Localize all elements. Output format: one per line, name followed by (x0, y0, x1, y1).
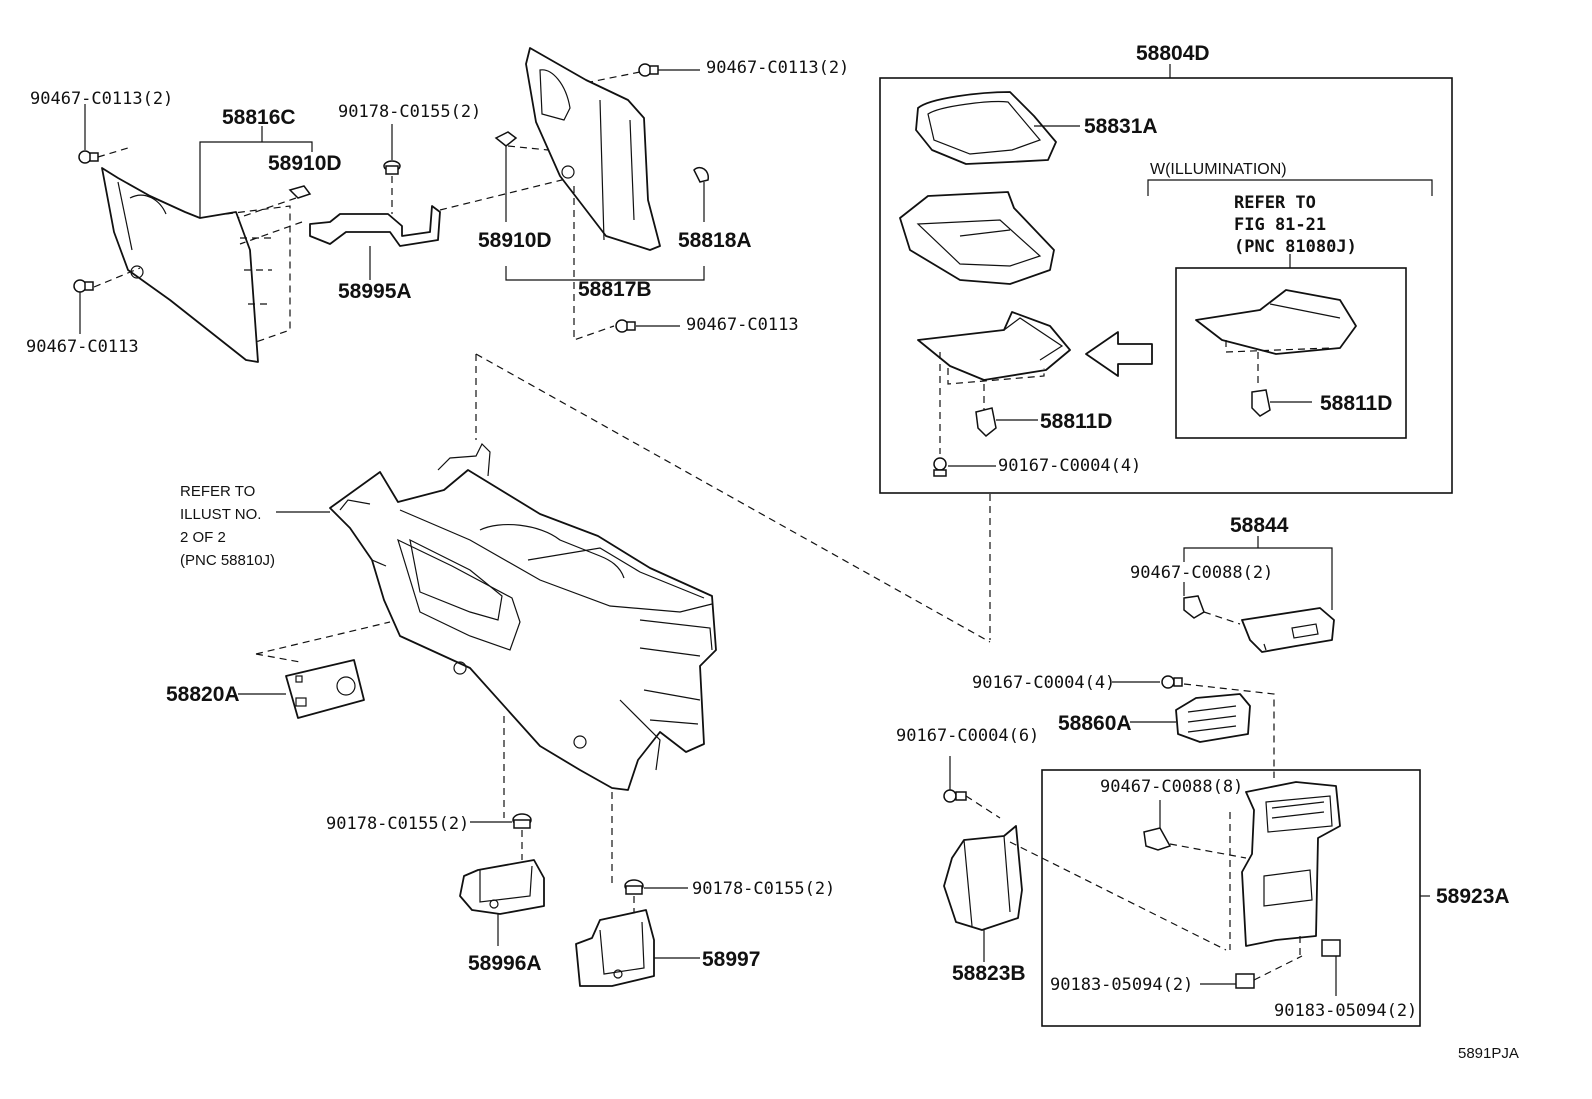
label-58811d-left: 58811D (1040, 410, 1112, 433)
label-58820a: 58820A (166, 683, 240, 706)
assembly-box-58923a (1041, 769, 1421, 1027)
label-90178-c0155-2-low: 90178-C0155(2) (326, 814, 469, 834)
clip-90183-05094-left (1235, 973, 1255, 989)
trim-58844 (1241, 607, 1335, 653)
illumination-box (1175, 267, 1407, 439)
label-58860a: 58860A (1058, 712, 1132, 735)
center-console-main (329, 442, 717, 791)
label-refer-illust-1: REFER TO (180, 483, 255, 500)
label-58823b: 58823B (952, 962, 1026, 985)
clip-58818a (693, 166, 709, 183)
label-refer-fig-3: (PNC 81080J) (1234, 237, 1357, 257)
bracket-58995a (309, 205, 441, 247)
clip-58811d-left (975, 407, 997, 438)
lower-tray-illumination (1195, 289, 1357, 355)
panel-58923a (1241, 781, 1341, 947)
screw-90467-c0113-top-left (78, 150, 99, 164)
assembly-box-58804d (879, 77, 1453, 494)
label-90167-c0004-6: 90167-C0004(6) (896, 726, 1039, 746)
label-refer-fig-1: REFER TO (1234, 193, 1316, 213)
label-58811d-right: 58811D (1320, 392, 1392, 415)
screw-90467-c0113-top-center (638, 63, 659, 77)
label-90167-c0004-4-box: 90167-C0004(4) (998, 456, 1141, 476)
label-58844: 58844 (1230, 514, 1289, 537)
bracket-58996a (459, 859, 545, 915)
label-illumination: W(ILLUMINATION) (1150, 161, 1287, 178)
clip-90467-c0088-upper (1183, 595, 1205, 619)
clip-58811d-right (1251, 389, 1271, 417)
label-90467-c0088-8: 90467-C0088(8) (1100, 777, 1243, 797)
label-90167-c0004-4: 90167-C0004(4) (972, 673, 1115, 693)
label-58816c: 58816C (222, 106, 296, 129)
label-90467-c0113-mid: 90467-C0113 (686, 315, 799, 335)
label-90467-c0113-2-left: 90467-C0113(2) (30, 89, 173, 109)
nut-90178-c0155-low (512, 813, 532, 829)
label-90178-c0155-2-right: 90178-C0155(2) (692, 879, 835, 899)
label-90467-c0088-2: 90467-C0088(2) (1130, 563, 1273, 583)
screw-90167-c0004-lower (943, 789, 967, 803)
label-refer-illust-3: 2 OF 2 (180, 529, 226, 546)
label-58997: 58997 (702, 948, 760, 971)
lower-tray-58804d (917, 311, 1071, 381)
duct-58823b (943, 825, 1023, 931)
nut-90178-c0155-top (383, 160, 401, 175)
clip-58910d-left (288, 185, 312, 199)
label-58910d-left: 58910D (268, 152, 342, 175)
label-refer-illust-2: ILLUST NO. (180, 506, 261, 523)
label-90178-c0155-2-top: 90178-C0155(2) (338, 102, 481, 122)
screw-90167-c0004-box (933, 457, 947, 477)
bracket-58997 (575, 909, 655, 987)
label-58996a: 58996A (468, 952, 542, 975)
label-90183-05094-2-a: 90183-05094(2) (1050, 975, 1193, 995)
nut-90178-c0155-right (624, 879, 644, 895)
clip-90183-05094-right (1321, 939, 1341, 957)
label-58818a: 58818A (678, 229, 752, 252)
clip-58910d-mid (494, 131, 518, 147)
label-refer-illust-4: (PNC 58810J) (180, 552, 275, 569)
screw-90467-c0113-mid-center (615, 319, 636, 333)
label-58804d: 58804D (1136, 42, 1210, 65)
side-panel-58816c (101, 167, 259, 363)
label-58831a: 58831A (1084, 115, 1158, 138)
switch-panel-58820a (285, 659, 365, 719)
label-refer-fig-2: FIG 81-21 (1234, 215, 1326, 235)
vent-58860a (1175, 693, 1251, 743)
arrow-left-icon (1085, 331, 1153, 377)
label-58923a: 58923A (1436, 885, 1510, 908)
label-58910d-mid: 58910D (478, 229, 552, 252)
screw-90167-c0004-upper (1161, 675, 1183, 689)
label-90467-c0113-left: 90467-C0113 (26, 337, 139, 357)
tray-58804d (899, 191, 1055, 285)
screw-90467-c0113-bottom-left (73, 279, 94, 293)
label-90183-05094-2-b: 90183-05094(2) (1274, 1001, 1417, 1021)
label-58995a: 58995A (338, 280, 412, 303)
side-panel-58817b (525, 47, 661, 251)
diagram-code: 5891PJA (1458, 1045, 1519, 1062)
clip-90467-c0088-lower (1143, 827, 1172, 851)
lid-58831a (915, 91, 1057, 165)
label-58817b: 58817B (578, 278, 652, 301)
label-90467-c0113-2-top: 90467-C0113(2) (706, 58, 849, 78)
